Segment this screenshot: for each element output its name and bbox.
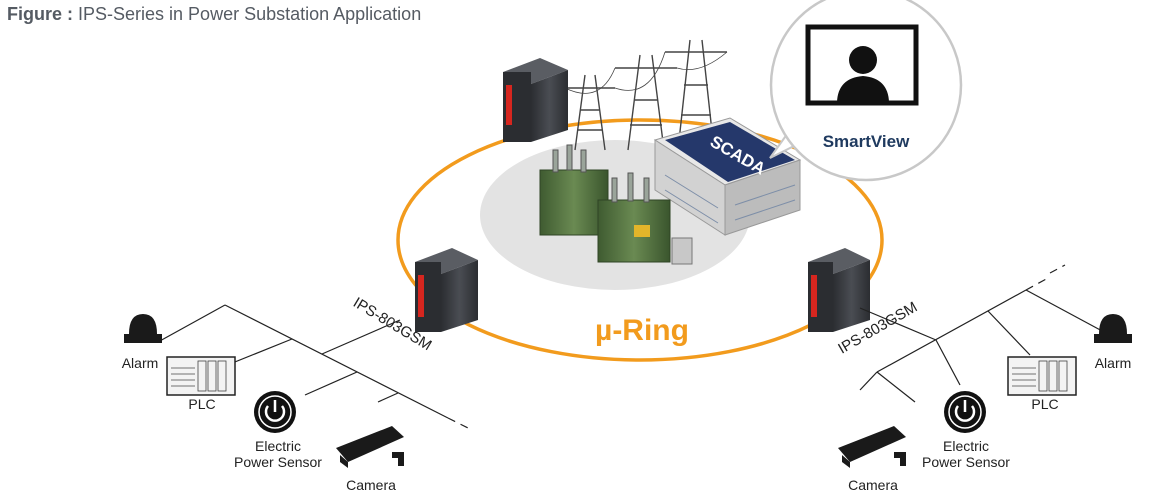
camera-icon (838, 426, 906, 468)
transmission-tower-icon (564, 39, 728, 151)
left-camera-label: Camera (346, 477, 396, 493)
ring-label: µ-Ring (595, 314, 689, 347)
right-plc-label: PLC (1031, 396, 1058, 412)
right-alarm-label: Alarm (1095, 355, 1132, 371)
right-camera-label: Camera (848, 477, 898, 493)
transformer-icon (539, 144, 693, 265)
right-sensor-label-line2: Power Sensor (922, 454, 1010, 470)
left-plc-label: PLC (188, 396, 215, 412)
figure-caption: Figure : IPS-Series in Power Substation … (7, 4, 421, 25)
figure-caption-title: IPS-Series in Power Substation Applicati… (78, 4, 422, 24)
alarm-icon (1094, 314, 1132, 343)
scada-building: SCADA (653, 117, 802, 236)
camera-icon (336, 426, 404, 468)
smartview-callout: SmartView (769, 0, 963, 182)
operator-icon (837, 46, 889, 102)
left-sensor-label-line1: Electric (255, 438, 301, 454)
left-sensor-label-line2: Power Sensor (234, 454, 322, 470)
smartview-label: SmartView (823, 132, 910, 151)
switch-left-icon (415, 248, 478, 332)
switch-right-icon (808, 248, 870, 332)
alarm-icon (124, 314, 162, 343)
right-network-lines (859, 264, 1105, 403)
plc-icon (1007, 356, 1077, 396)
switch-top-icon (503, 58, 568, 142)
figure-caption-prefix: Figure : (7, 4, 73, 24)
power-sensor-icon (944, 391, 986, 433)
ring-ellipse (396, 118, 884, 362)
plc-icon (166, 356, 236, 396)
right-sensor-label-line1: Electric (943, 438, 989, 454)
left-alarm-label: Alarm (122, 355, 159, 371)
power-sensor-icon (254, 391, 296, 433)
